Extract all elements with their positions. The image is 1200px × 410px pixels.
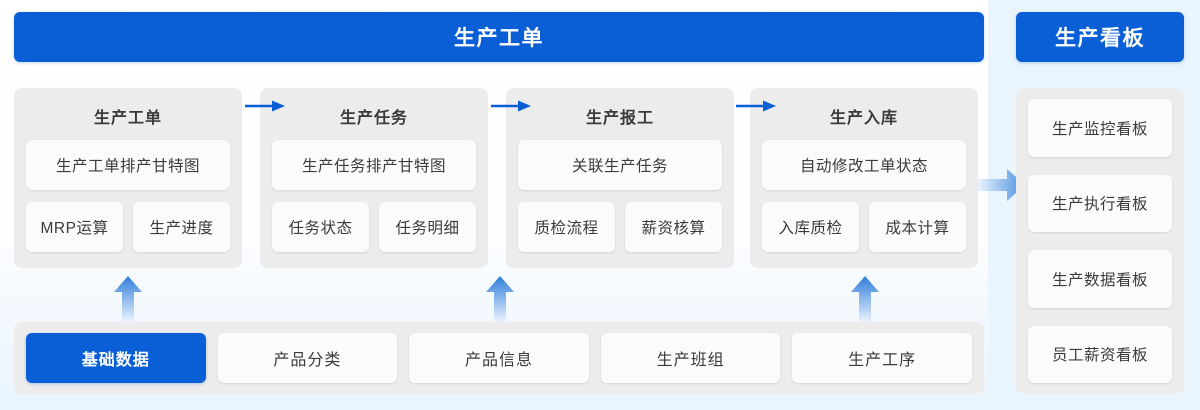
stage-title: 生产报工 (585, 110, 654, 127)
stage-group-production-order: 生产工单 生产工单排产甘特图 MRP运算 生产进度 (14, 88, 242, 268)
base-data-item[interactable]: 生产工序 (792, 333, 972, 383)
stage-card[interactable]: MRP运算 (26, 202, 123, 252)
board-item[interactable]: 生产执行看板 (1028, 174, 1172, 232)
base-data-item[interactable]: 产品分类 (217, 333, 398, 383)
arrow-right-icon (978, 169, 1025, 201)
stage-card[interactable]: 任务状态 (272, 202, 369, 252)
stage-primary-card[interactable]: 生产工单排产甘特图 (26, 140, 230, 190)
main-header-bar: 生产工单 (14, 12, 984, 62)
stage-card[interactable]: 任务明细 (379, 202, 476, 252)
stage-group-production-task: 生产任务 生产任务排产甘特图 任务状态 任务明细 (260, 88, 488, 268)
stage-card-row: MRP运算 生产进度 (26, 202, 230, 252)
stage-primary-card[interactable]: 关联生产任务 (518, 140, 722, 190)
stage-card[interactable]: 成本计算 (869, 202, 966, 252)
stage-card-row: 入库质检 成本计算 (762, 202, 966, 252)
board-panel: 生产监控看板 生产执行看板 生产数据看板 员工薪资看板 (1016, 88, 1184, 394)
stage-title: 生产工单 (93, 110, 162, 127)
stage-primary-card[interactable]: 生产任务排产甘特图 (272, 140, 476, 190)
stage-group-production-warehousing: 生产入库 自动修改工单状态 入库质检 成本计算 (750, 88, 978, 268)
stage-title: 生产入库 (829, 110, 898, 127)
stage-group-production-report: 生产报工 关联生产任务 质检流程 薪资核算 (506, 88, 734, 268)
board-item[interactable]: 生产监控看板 (1028, 99, 1172, 157)
arrow-right-icon (491, 100, 531, 112)
arrow-right-icon (736, 100, 776, 112)
stage-title: 生产任务 (339, 110, 408, 127)
stage-card[interactable]: 质检流程 (518, 202, 615, 252)
board-item[interactable]: 员工薪资看板 (1028, 325, 1172, 383)
stage-card[interactable]: 入库质检 (762, 202, 859, 252)
arrow-right-icon (245, 100, 285, 112)
main-header-title: 生产工单 (454, 27, 544, 50)
stage-card[interactable]: 生产进度 (133, 202, 230, 252)
base-data-item[interactable]: 产品信息 (409, 333, 589, 383)
stage-card[interactable]: 薪资核算 (625, 202, 722, 252)
stage-primary-card[interactable]: 自动修改工单状态 (762, 140, 966, 190)
arrow-up-icon (851, 276, 879, 322)
base-data-item-primary[interactable]: 基础数据 (26, 333, 206, 383)
board-header-bar: 生产看板 (1016, 12, 1184, 62)
board-item[interactable]: 生产数据看板 (1028, 250, 1172, 308)
arrow-up-icon (486, 276, 514, 322)
stage-card-row: 质检流程 薪资核算 (518, 202, 722, 252)
base-data-strip: 基础数据 产品分类 产品信息 生产班组 生产工序 (14, 322, 984, 394)
base-data-item[interactable]: 生产班组 (600, 333, 781, 383)
arrow-up-icon (114, 276, 142, 322)
stage-card-row: 任务状态 任务明细 (272, 202, 476, 252)
board-header-title: 生产看板 (1055, 27, 1145, 50)
